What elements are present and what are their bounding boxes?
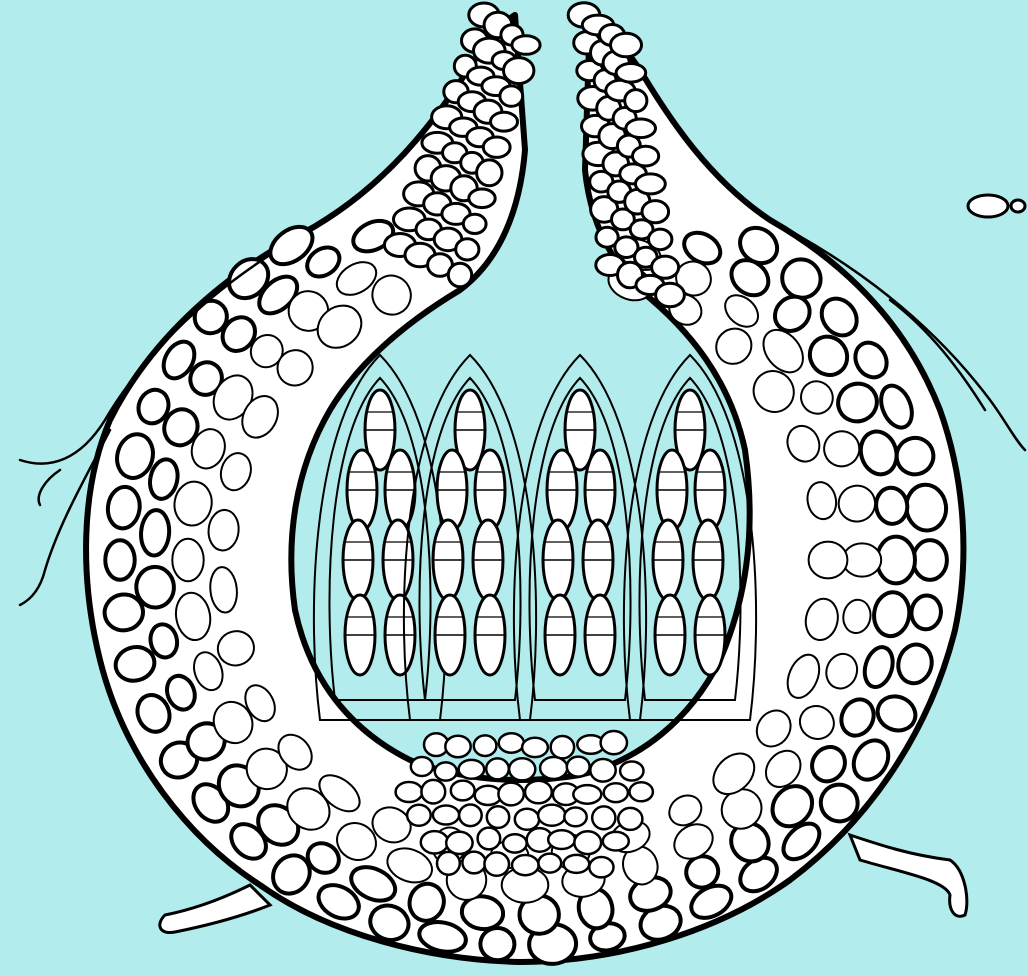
wall-cell bbox=[809, 542, 848, 579]
basal-cell bbox=[601, 731, 627, 754]
neck-cell bbox=[656, 283, 685, 307]
neck-cell bbox=[626, 119, 656, 138]
basal-cell bbox=[551, 736, 574, 758]
neck-cell bbox=[636, 174, 666, 194]
basal-cell bbox=[503, 834, 527, 852]
basal-cell bbox=[445, 736, 470, 758]
wall-cell bbox=[877, 537, 915, 584]
neck-cell bbox=[652, 256, 679, 278]
basal-cell bbox=[435, 762, 457, 780]
wall-cell bbox=[913, 540, 947, 580]
basal-cell bbox=[589, 857, 613, 877]
wall-cell bbox=[105, 540, 134, 580]
detached-spore-small bbox=[1011, 200, 1025, 212]
neck-cell bbox=[463, 214, 486, 233]
basal-cell bbox=[459, 805, 482, 827]
basal-cell bbox=[573, 785, 601, 804]
neck-cell bbox=[649, 229, 672, 250]
wall-cell bbox=[909, 594, 943, 631]
neck-cell bbox=[491, 112, 518, 131]
wall-cell bbox=[479, 927, 515, 962]
basal-cell bbox=[630, 782, 653, 801]
basal-cell bbox=[437, 852, 460, 875]
basal-cell bbox=[564, 808, 586, 827]
basal-cell bbox=[421, 831, 448, 853]
neck-cell bbox=[633, 146, 659, 166]
basal-cell bbox=[618, 808, 642, 830]
basal-cell bbox=[574, 831, 601, 854]
basal-cell bbox=[459, 760, 485, 779]
neck-cell bbox=[611, 33, 642, 57]
basal-cell bbox=[604, 783, 628, 802]
wall-cell bbox=[843, 543, 881, 576]
basal-cell bbox=[540, 757, 567, 779]
neck-cell bbox=[483, 137, 510, 157]
basal-cell bbox=[538, 854, 561, 873]
basal-cell bbox=[433, 806, 459, 825]
basal-cell bbox=[522, 738, 548, 757]
neck-cell bbox=[504, 58, 534, 84]
basal-cell bbox=[590, 759, 615, 782]
neck-cell bbox=[469, 189, 495, 208]
neck-cell bbox=[512, 36, 540, 55]
neck-cell bbox=[625, 90, 647, 112]
basal-cell bbox=[421, 780, 445, 804]
basal-cell bbox=[515, 809, 539, 830]
basal-cell bbox=[567, 757, 590, 777]
basal-cell bbox=[620, 762, 643, 781]
wall-cell bbox=[172, 539, 203, 581]
basal-cell bbox=[603, 832, 629, 851]
basal-cell bbox=[462, 852, 485, 874]
basal-cell bbox=[446, 832, 472, 854]
basal-cell bbox=[498, 783, 523, 806]
basal-cell bbox=[564, 855, 590, 873]
basal-cell bbox=[548, 830, 575, 849]
wall-cell bbox=[135, 566, 175, 609]
basal-cell bbox=[411, 757, 433, 776]
basal-cell bbox=[512, 855, 539, 875]
neck-cell bbox=[616, 64, 646, 83]
basal-cell bbox=[478, 828, 501, 850]
wall-cell bbox=[139, 509, 170, 556]
basal-cell bbox=[451, 781, 475, 801]
basal-cell bbox=[396, 782, 423, 802]
basal-cell bbox=[509, 758, 535, 780]
basal-cell bbox=[484, 852, 509, 875]
basal-cell bbox=[592, 806, 615, 829]
basal-cell bbox=[487, 806, 509, 828]
basal-cell bbox=[486, 758, 509, 779]
neck-cell bbox=[500, 86, 523, 106]
neck-cell bbox=[448, 263, 471, 287]
basal-cell bbox=[407, 805, 431, 826]
neck-cell bbox=[642, 201, 669, 223]
neck-cell bbox=[456, 239, 479, 260]
basal-cell bbox=[474, 735, 497, 756]
basal-cell bbox=[525, 781, 552, 804]
detached-spore bbox=[968, 195, 1008, 217]
basal-cell bbox=[499, 733, 524, 752]
basal-cell bbox=[538, 805, 565, 826]
neck-cell bbox=[477, 160, 502, 186]
